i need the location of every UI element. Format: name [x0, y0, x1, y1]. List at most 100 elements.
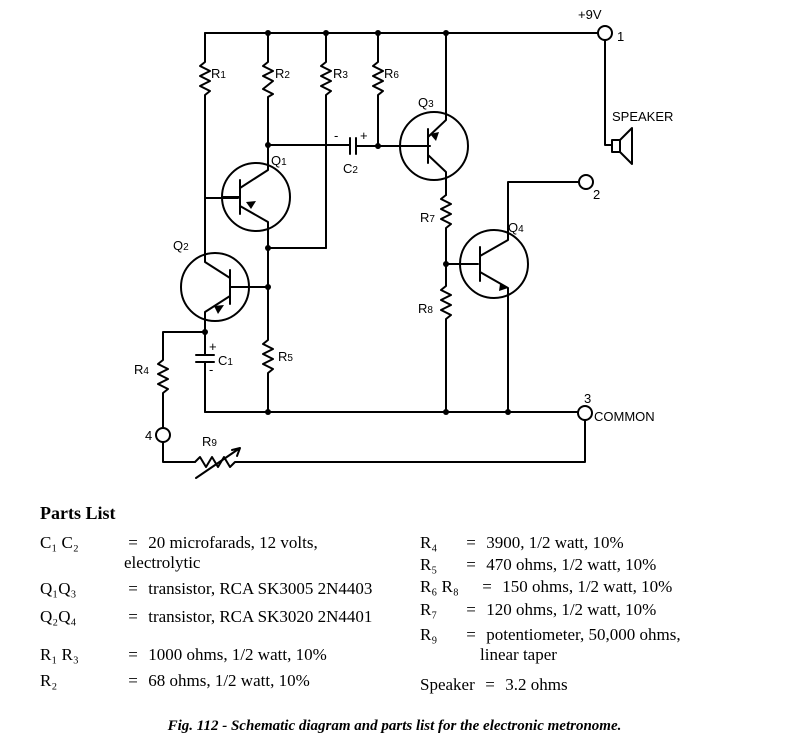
- transistor-q3: [399, 111, 469, 181]
- part-symbol: Q₂Q₄: [40, 607, 77, 626]
- speaker-label: SPEAKER: [612, 109, 673, 124]
- part-desc: 470 ohms, 1/2 watt, 10%: [486, 555, 657, 574]
- part-equals: =: [466, 533, 476, 552]
- terminal-2-label: 2: [593, 187, 600, 202]
- potentiometer-r9: [194, 419, 586, 468]
- capacitor-c2: [349, 137, 379, 155]
- r5-label: R5: [278, 349, 293, 364]
- part-row: R₉= potentiometer, 50,000 ohms,: [420, 625, 681, 645]
- resistor-r6: [372, 32, 384, 149]
- r9-label: R9: [202, 434, 217, 449]
- part-symbol: Q₁Q₃: [40, 579, 77, 598]
- q4-arrow: [499, 284, 508, 291]
- terminal-4: [155, 427, 171, 443]
- part-symbol: Speaker: [420, 675, 475, 694]
- q4-collector: [479, 181, 587, 257]
- r9-wiper-arrow: [195, 447, 241, 479]
- c2-plus: +: [360, 128, 368, 143]
- junction-dot: [443, 30, 449, 36]
- terminal-1-label: 1: [617, 29, 624, 44]
- part-desc: 3900, 1/2 watt, 10%: [486, 533, 624, 552]
- resistor-r1: [199, 32, 211, 121]
- r4-label: R4: [134, 362, 149, 377]
- r3-label: R3: [333, 66, 348, 81]
- supply-label: +9V: [578, 7, 602, 22]
- part-desc: 150 ohms, 1/2 watt, 10%: [502, 577, 673, 596]
- junction-dot: [505, 409, 511, 415]
- part-equals: =: [485, 675, 495, 694]
- part-desc: transistor, RCA SK3005 2N4403: [148, 579, 373, 598]
- q3-collector: [427, 154, 447, 196]
- part-row: Q₁Q₃ = transistor, RCA SK3005 2N4403: [40, 579, 372, 599]
- resistor-r8: [440, 263, 452, 413]
- part-symbol: R₄: [420, 533, 438, 552]
- q1-arrow: [246, 201, 256, 209]
- q2-emitter: [204, 295, 231, 333]
- speaker-icon: [611, 127, 633, 165]
- part-equals: =: [128, 607, 138, 626]
- part-desc: 120 ohms, 1/2 watt, 10%: [486, 600, 657, 619]
- part-symbol: R₂: [40, 671, 58, 690]
- part-desc-cont: electrolytic: [124, 553, 201, 572]
- part-row: C₁ C₂ = 20 microfarads, 12 volts,: [40, 533, 318, 553]
- q1-base: [221, 179, 241, 215]
- part-symbol: R₅: [420, 555, 438, 574]
- q3-arrow: [430, 132, 439, 141]
- wire-terminal4: [162, 441, 196, 463]
- part-symbol: R₉: [420, 625, 438, 644]
- resistor-r5: [262, 289, 274, 413]
- resistor-r4: [157, 331, 206, 429]
- part-desc-cont: linear taper: [480, 645, 557, 664]
- q2-base: [229, 269, 269, 305]
- terminal-4-label: 4: [145, 428, 152, 443]
- part-desc: 20 microfarads, 12 volts,: [148, 533, 318, 552]
- part-symbol: R₁ R₃: [40, 645, 79, 664]
- figure-caption: Fig. 112 - Schematic diagram and parts l…: [0, 718, 789, 735]
- part-equals: =: [128, 533, 138, 552]
- terminal-3: [577, 405, 593, 421]
- part-row: R₆ R₈= 150 ohms, 1/2 watt, 10%: [420, 577, 672, 597]
- junction-dot: [202, 329, 208, 335]
- part-desc: potentiometer, 50,000 ohms,: [486, 625, 681, 644]
- part-equals: =: [128, 645, 138, 664]
- r6-label: R6: [384, 66, 399, 81]
- q2-label: Q2: [173, 238, 189, 253]
- part-equals: =: [128, 579, 138, 598]
- q2-collector: [204, 197, 231, 279]
- part-row: R₇= 120 ohms, 1/2 watt, 10%: [420, 600, 656, 620]
- r2-label: R2: [275, 66, 290, 81]
- c2-minus: -: [334, 128, 338, 143]
- part-equals: =: [466, 555, 476, 574]
- part-symbol: C₁ C₂: [40, 533, 79, 552]
- figure-number: Fig. 112 -: [167, 718, 231, 734]
- junction-dot: [265, 284, 271, 290]
- q3-emitter: [427, 32, 447, 138]
- part-row: R₅ = 470 ohms, 1/2 watt, 10%: [420, 555, 656, 575]
- q3-label: Q3: [418, 95, 434, 110]
- junction-dot: [375, 30, 381, 36]
- wire-speaker: [604, 39, 613, 146]
- r7-label: R7: [420, 210, 435, 225]
- r8-label: R8: [418, 301, 433, 316]
- part-row: Q₂Q₄ = transistor, RCA SK3020 2N4401: [40, 607, 372, 627]
- figure-caption-text: Schematic diagram and parts list for the…: [230, 718, 622, 734]
- part-equals: =: [466, 600, 476, 619]
- terminal-1: [597, 25, 613, 41]
- junction-dot: [265, 409, 271, 415]
- c2-label: C2: [343, 161, 358, 176]
- part-desc: 3.2 ohms: [505, 675, 568, 694]
- capacitor-c1: [195, 331, 215, 413]
- c1-minus: -: [209, 362, 213, 377]
- q1-emitter: [239, 205, 269, 291]
- junction-dot: [265, 142, 271, 148]
- part-row: R₄ = 3900, 1/2 watt, 10%: [420, 533, 624, 553]
- junction-dot: [375, 143, 381, 149]
- part-desc: transistor, RCA SK3020 2N4401: [148, 607, 373, 626]
- common-label: COMMON: [594, 409, 655, 424]
- part-row: Speaker = 3.2 ohms: [420, 675, 568, 695]
- c1-label: C1: [218, 353, 233, 368]
- junction-dot: [443, 409, 449, 415]
- part-desc: 1000 ohms, 1/2 watt, 10%: [148, 645, 327, 664]
- part-equals: =: [482, 577, 492, 596]
- schematic-diagram: +9V 1 SPEAKER 2 3 COMMON 4 R1 R2 R3 R6 Q…: [134, 7, 673, 479]
